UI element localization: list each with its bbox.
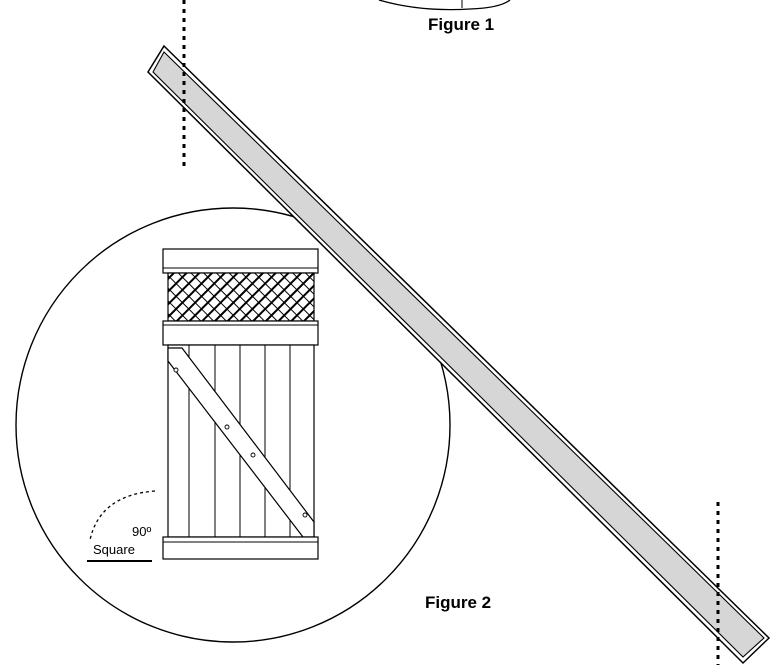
gate-bottom-rail xyxy=(162,536,319,560)
gate-top-rail xyxy=(162,248,319,274)
angle-label: 90º xyxy=(132,524,151,539)
figure-2-caption: Figure 2 xyxy=(425,593,491,612)
gate-lattice-panel xyxy=(167,272,315,322)
board-fill xyxy=(152,51,765,658)
diagonal-board xyxy=(147,44,771,665)
figure-1-fragment: Figure 1 xyxy=(378,0,511,34)
square-indicator: 90º Square xyxy=(87,490,156,562)
gate-illustration xyxy=(162,248,319,560)
square-label: Square xyxy=(93,542,135,557)
figure-1-caption: Figure 1 xyxy=(428,15,494,34)
brace-screws xyxy=(173,367,308,518)
figure-1-arc xyxy=(378,0,511,11)
right-angle-arc xyxy=(89,490,156,541)
